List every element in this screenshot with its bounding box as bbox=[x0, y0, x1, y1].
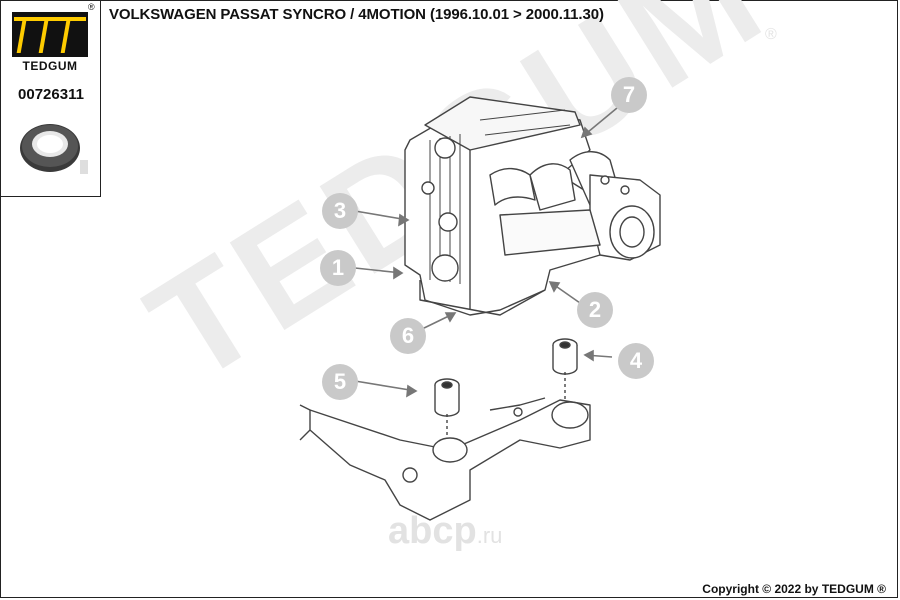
bushing-right bbox=[552, 338, 578, 375]
callout-leaders bbox=[354, 107, 618, 398]
callout-2: 2 bbox=[577, 292, 613, 328]
watermark-site: abcp.ru bbox=[388, 510, 502, 553]
subframe bbox=[299, 397, 591, 521]
logo-panel: ® TEDGUM 00726311 bbox=[0, 0, 101, 197]
product-bearing-image bbox=[20, 124, 88, 174]
part-number: 00726311 bbox=[18, 86, 84, 103]
callout-6: 6 bbox=[390, 318, 426, 354]
watermark-site-suffix: .ru bbox=[476, 523, 503, 548]
logo-registered: ® bbox=[88, 2, 95, 12]
copyright-notice: Copyright © 2022 by TEDGUM ® bbox=[702, 582, 886, 596]
watermark-registered: ® bbox=[765, 26, 777, 43]
callout-1: 1 bbox=[320, 250, 356, 286]
page-title: VOLKSWAGEN PASSAT SYNCRO / 4MOTION (1996… bbox=[109, 6, 604, 23]
engine-block bbox=[404, 96, 601, 316]
callout-5: 5 bbox=[322, 364, 358, 400]
brand-name: TEDGUM bbox=[22, 59, 78, 73]
callout-3: 3 bbox=[322, 193, 358, 229]
bushing-left bbox=[434, 378, 460, 417]
brand-logo bbox=[12, 12, 88, 174]
callout-7: 7 bbox=[611, 77, 647, 113]
exhaust-manifold bbox=[489, 151, 661, 261]
callout-4: 4 bbox=[618, 343, 654, 379]
